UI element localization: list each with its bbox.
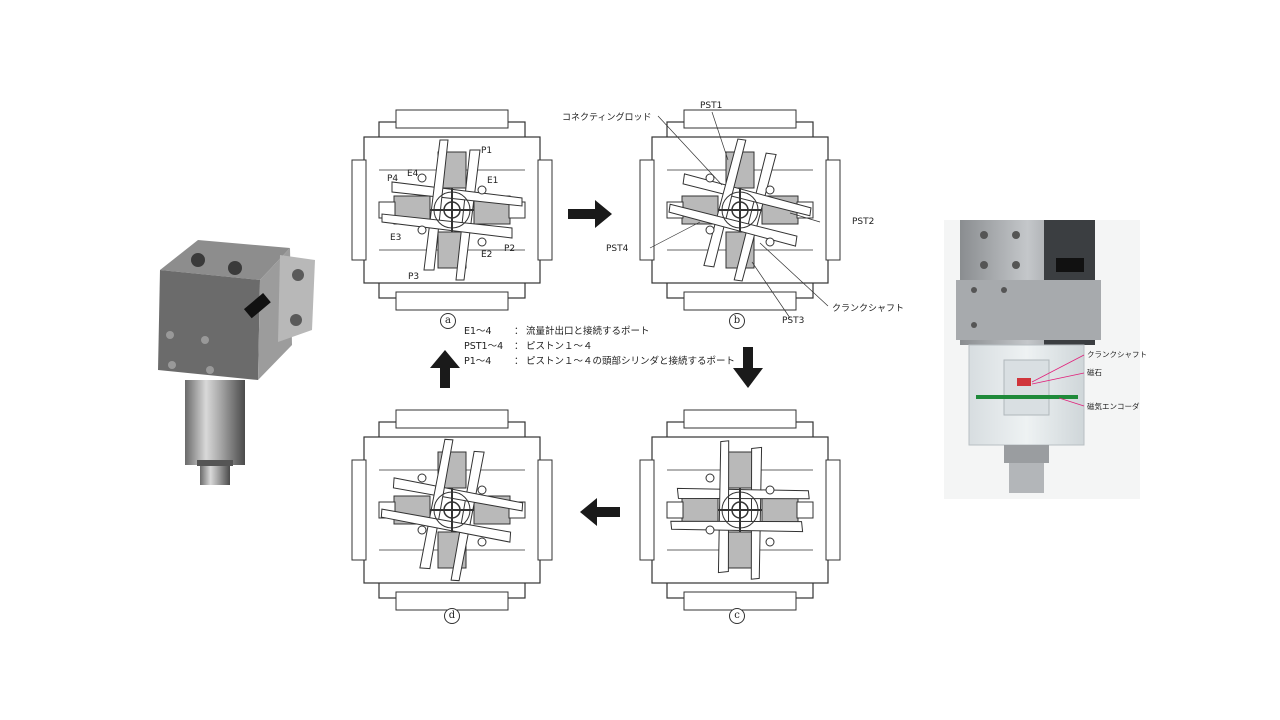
- label-e2: E2: [481, 250, 493, 260]
- legend-row-p: P1～4 ： ピストン１～４の頭部シリンダと接続するポート: [464, 356, 736, 367]
- arrow-a-to-b: [568, 200, 612, 228]
- label-e1: E1: [487, 176, 499, 186]
- photo-label-crankshaft: クランクシャフト: [1087, 350, 1147, 359]
- label-pst1: PST1: [700, 101, 723, 111]
- leader-line: [657, 115, 723, 186]
- label-pst4: PST4: [606, 244, 629, 254]
- arrow-d-to-a: [430, 350, 460, 388]
- label-crankshaft: クランクシャフト: [832, 304, 905, 314]
- label-pst2: PST2: [852, 217, 875, 227]
- leader-line: [649, 221, 701, 249]
- panel-d: [351, 409, 553, 611]
- legend-row-e: E1～4 ： 流量計出口と接続するポート: [464, 326, 650, 337]
- legend-row-pst: PST1～4 ： ピストン１～４: [464, 341, 593, 352]
- label-p3: P3: [408, 272, 420, 282]
- label-p2: P2: [504, 244, 516, 254]
- cutaway-photo: [944, 220, 1140, 499]
- leader-line: [711, 111, 729, 161]
- photo-label-magnet: 磁石: [1087, 368, 1102, 377]
- flowmeter-product-image: [158, 240, 315, 485]
- label-p1: P1: [481, 146, 493, 156]
- arrow-b-to-c: [733, 347, 763, 388]
- leader-crankshaft: [1031, 354, 1085, 383]
- leader-encoder: [1058, 397, 1085, 407]
- label-pst3: PST3: [782, 316, 805, 326]
- leader-line: [759, 242, 829, 307]
- label-e4: E4: [407, 169, 419, 179]
- port-legend: E1～4 ： 流量計出口と接続するポート PST1～4 ： ピストン１～４ P1…: [464, 324, 735, 369]
- leader-magnet: [1031, 372, 1085, 385]
- arrow-c-to-d: [580, 498, 620, 526]
- label-p4: P4: [387, 174, 399, 184]
- step-marker-b: b: [729, 313, 745, 329]
- label-e3: E3: [390, 233, 402, 243]
- photo-label-encoder: 磁気エンコーダ: [1087, 402, 1140, 411]
- step-marker-d: d: [444, 608, 460, 624]
- panel-a: [351, 109, 553, 311]
- leader-line: [789, 212, 821, 223]
- step-marker-a: a: [440, 313, 456, 329]
- panel-b: [639, 109, 841, 311]
- leader-line: [751, 261, 791, 319]
- panel-c: [639, 409, 841, 611]
- step-marker-c: c: [729, 608, 745, 624]
- label-connecting-rod: コネクティングロッド: [562, 113, 652, 123]
